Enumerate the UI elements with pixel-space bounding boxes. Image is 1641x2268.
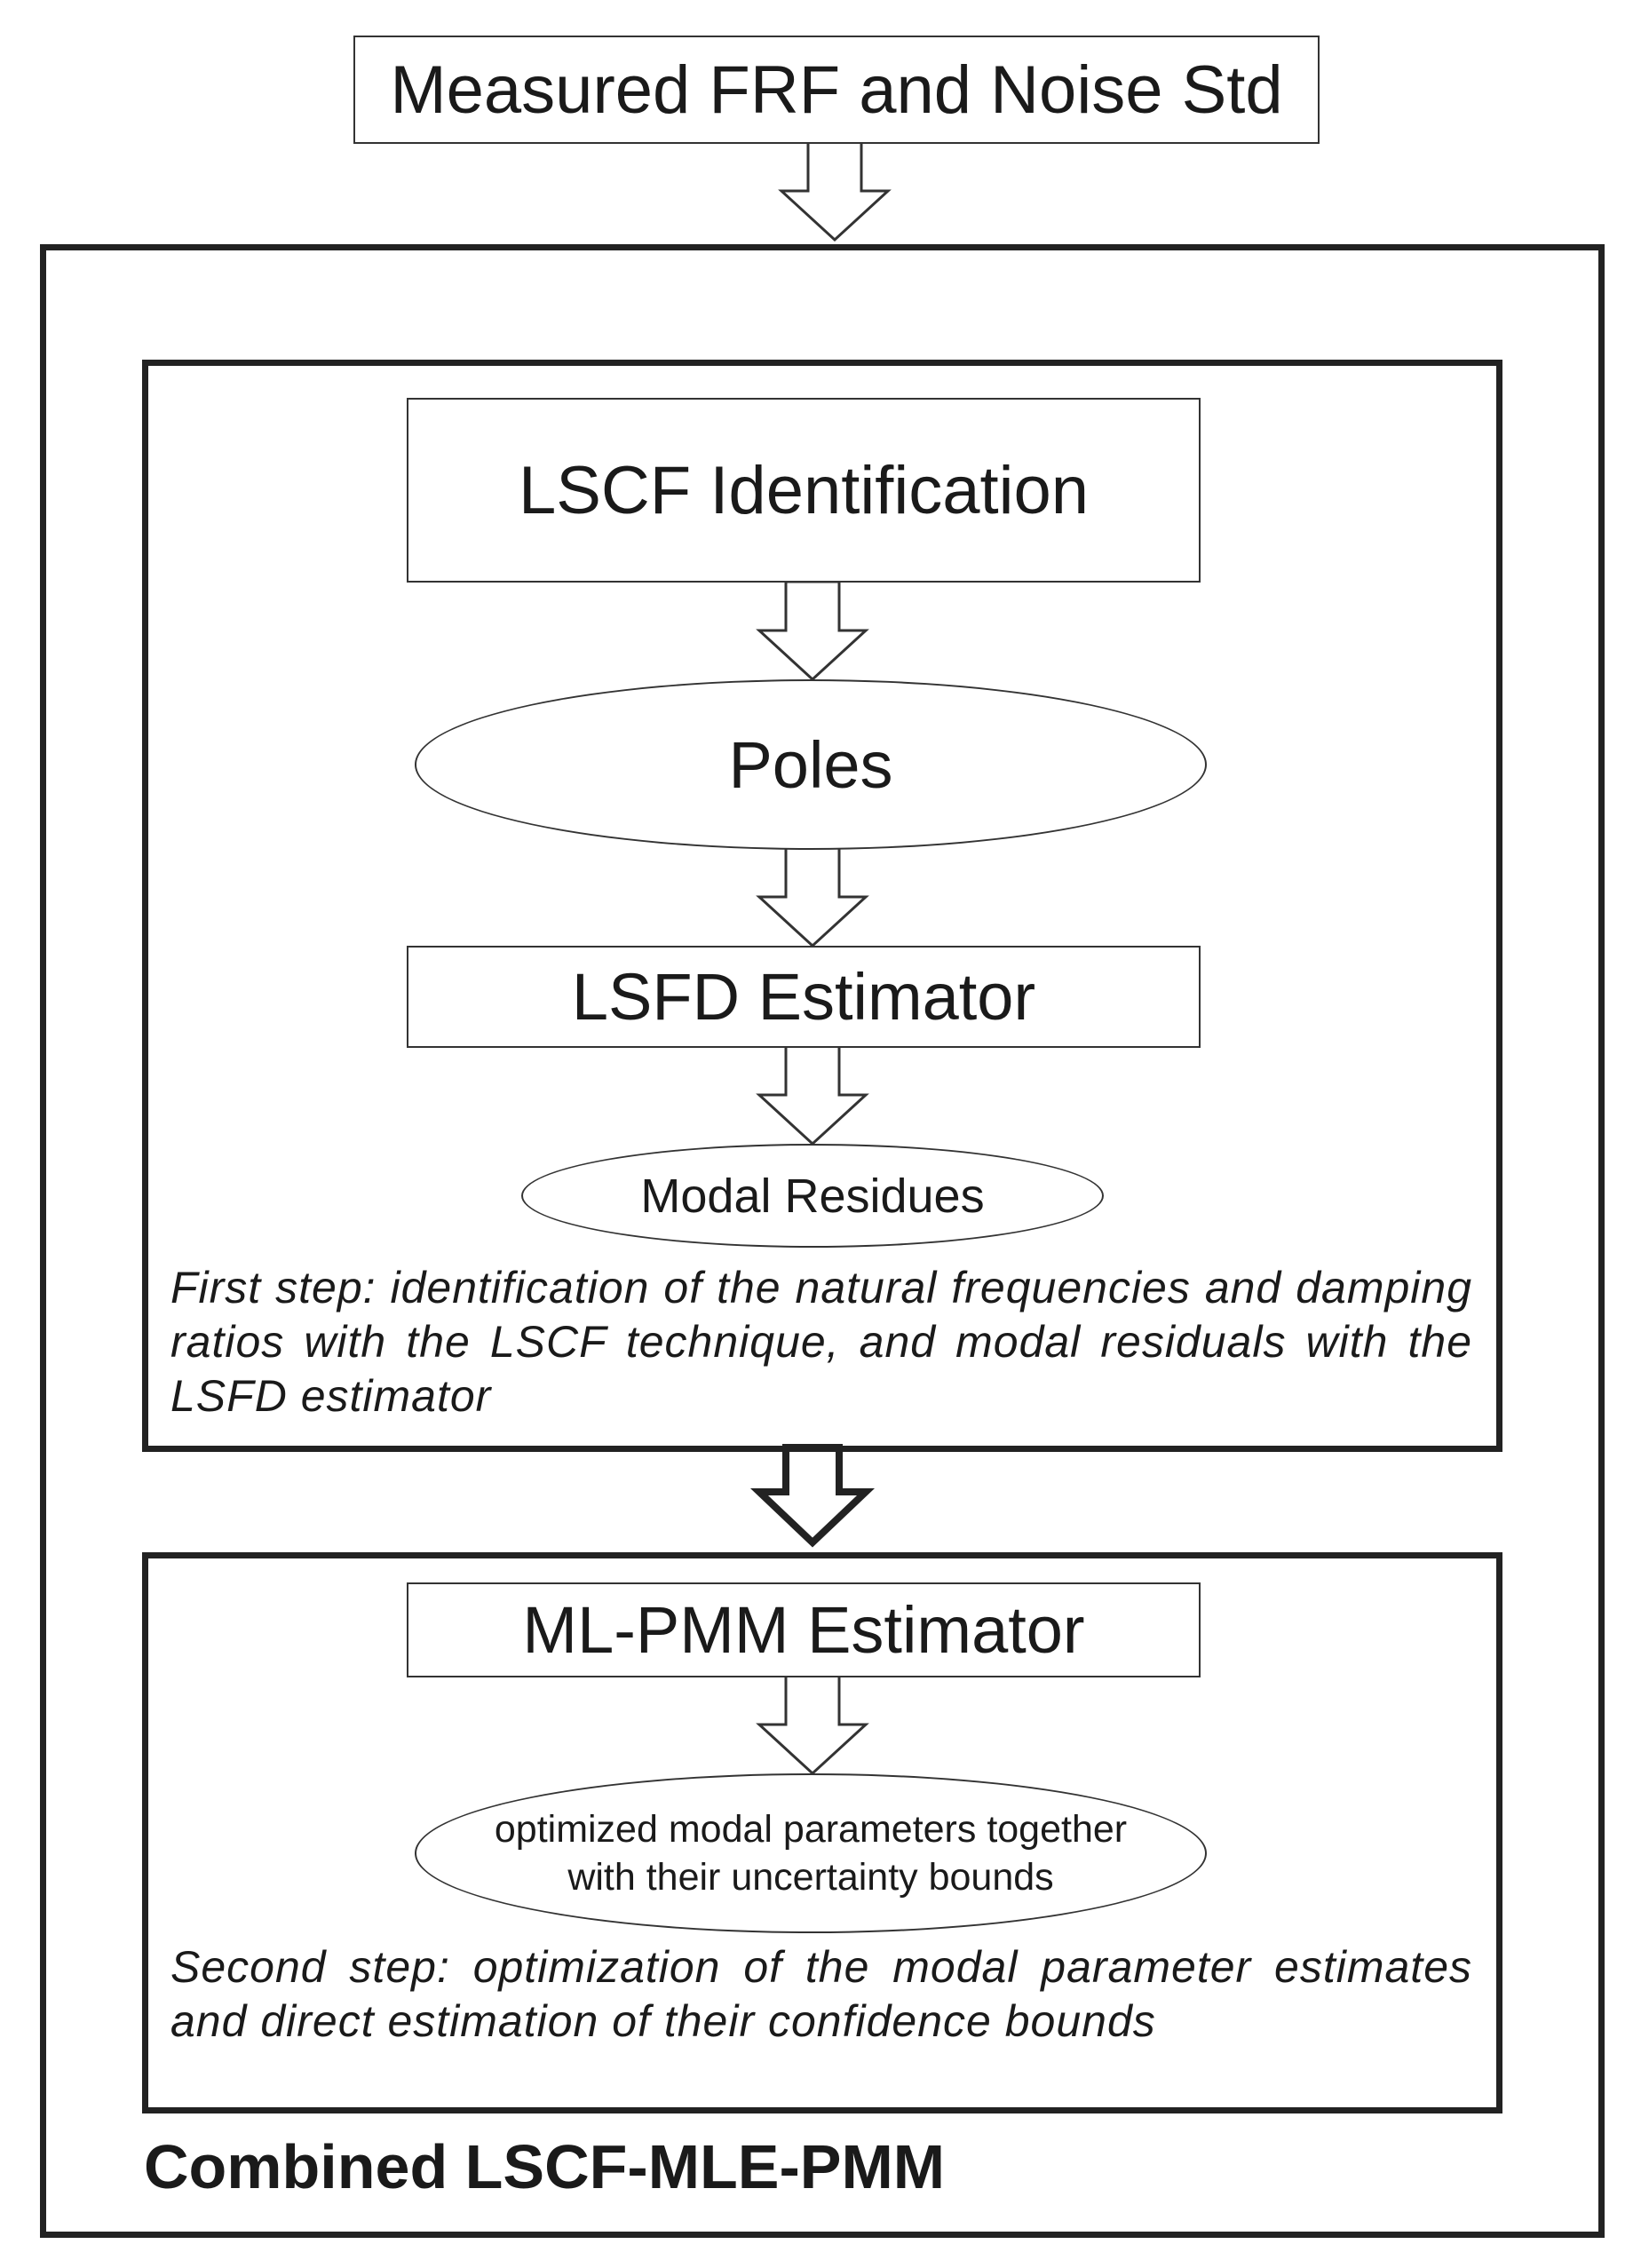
lscf-identification-label: LSCF Identification	[518, 452, 1090, 528]
arrow-lsfd-to-residues	[756, 1044, 869, 1146]
step2-description: Second step: optimization of the modal p…	[170, 1942, 1472, 2046]
poles-label: Poles	[728, 727, 893, 802]
input-box: Measured FRF and Noise Std	[353, 36, 1320, 144]
outer-process-frame	[40, 244, 1605, 2238]
mlpmm-estimator-label: ML-PMM Estimator	[522, 1593, 1085, 1667]
step2-frame	[142, 1552, 1502, 2113]
input-label: Measured FRF and Noise Std	[390, 52, 1283, 128]
modal-residues-ellipse: Modal Residues	[521, 1144, 1104, 1248]
combined-method-label: Combined LSCF-MLE-PMM	[144, 2132, 946, 2201]
step1-frame	[142, 360, 1502, 1452]
mlpmm-estimator-box: ML-PMM Estimator	[407, 1582, 1201, 1677]
step1-description: First step: identification of the natura…	[170, 1263, 1472, 1421]
arrow-step1-to-step2	[749, 1444, 876, 1548]
arrow-input-to-process	[778, 140, 892, 242]
lscf-identification-box: LSCF Identification	[407, 398, 1201, 583]
modal-residues-label: Modal Residues	[640, 1169, 985, 1223]
arrow-lscf-to-poles	[756, 580, 869, 682]
lsfd-estimator-label: LSFD Estimator	[571, 960, 1036, 1034]
output-line-1: optimized modal parameters together	[494, 1808, 1128, 1851]
poles-ellipse: Poles	[415, 679, 1207, 850]
arrow-poles-to-lsfd	[756, 846, 869, 948]
optimized-parameters-ellipse: optimized modal parameters together with…	[415, 1773, 1207, 1933]
output-line-2: with their uncertainty bounds	[567, 1856, 1054, 1899]
arrow-mlpmm-to-output	[756, 1674, 869, 1776]
lsfd-estimator-box: LSFD Estimator	[407, 946, 1201, 1048]
